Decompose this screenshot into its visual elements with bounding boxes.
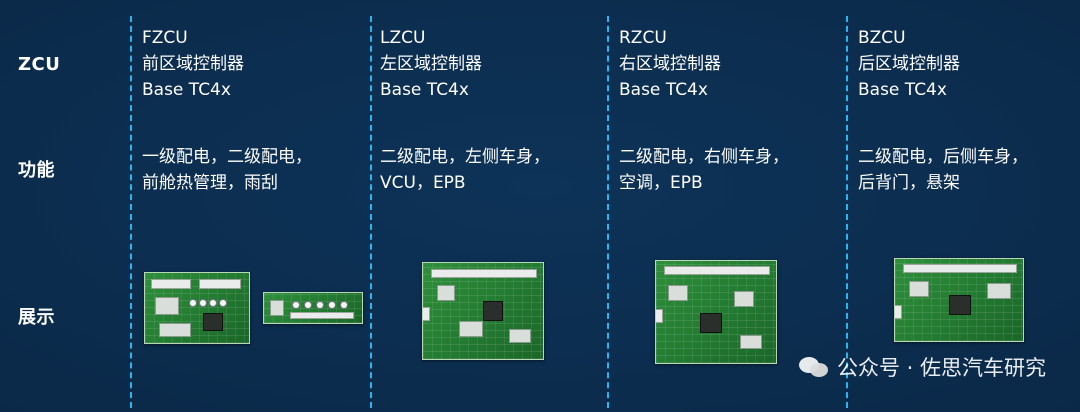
connector <box>423 307 430 321</box>
zcu-name: RZCU <box>619 28 667 48</box>
zcu-base: Base TC4x <box>858 80 947 100</box>
zcu-info: FZCU 前区域控制器 Base TC4x <box>142 25 244 103</box>
watermark: 公众号 · 佐思汽车研究 <box>798 352 1046 382</box>
connector <box>656 309 663 323</box>
chip <box>734 291 754 307</box>
chip <box>203 313 223 331</box>
column-separator <box>370 16 372 408</box>
row-label-function: 功能 <box>18 160 55 181</box>
led <box>316 301 324 309</box>
led <box>219 299 227 307</box>
led <box>328 301 336 309</box>
zcu-name: FZCU <box>142 28 188 48</box>
pcb-board-image <box>894 258 1024 342</box>
chip <box>270 300 284 316</box>
connector <box>151 279 191 289</box>
zcu-base: Base TC4x <box>142 80 231 100</box>
row-label-zcu: ZCU <box>18 54 61 75</box>
connector <box>903 264 1017 273</box>
row-label-showcase: 展示 <box>18 307 55 328</box>
led <box>209 299 217 307</box>
chip <box>437 285 455 301</box>
chip <box>159 323 191 337</box>
column-separator <box>607 16 609 408</box>
zcu-functions: 二级配电，后侧车身， 后背门，悬架 <box>858 144 1028 196</box>
chip <box>509 329 531 343</box>
zcu-functions: 二级配电，左侧车身， VCU，EPB <box>380 144 550 196</box>
zcu-name: BZCU <box>858 28 906 48</box>
connector <box>895 305 902 319</box>
column-separator <box>130 16 132 408</box>
column-fzcu: FZCU 前区域控制器 Base TC4x 一级配电，二级配电， 前舱热管理，雨… <box>142 0 366 412</box>
zcu-info: BZCU 后区域控制器 Base TC4x <box>858 25 960 103</box>
function-line: 一级配电，二级配电， <box>142 147 312 167</box>
connector <box>199 279 241 289</box>
chip <box>987 283 1011 299</box>
zcu-functions: 一级配电，二级配电， 前舱热管理，雨刮 <box>142 144 312 196</box>
column-separator <box>846 16 848 408</box>
zcu-info: LZCU 左区域控制器 Base TC4x <box>380 25 482 103</box>
column-lzcu: LZCU 左区域控制器 Base TC4x 二级配电，左侧车身， VCU，EPB <box>380 0 604 412</box>
zcu-cn-name: 右区域控制器 <box>619 54 721 74</box>
chip <box>483 301 503 321</box>
zcu-cn-name: 后区域控制器 <box>858 54 960 74</box>
column-rzcu: RZCU 右区域控制器 Base TC4x 二级配电，右侧车身， 空调，EPB <box>619 0 843 412</box>
chip <box>949 295 971 315</box>
connector <box>431 269 537 278</box>
zcu-base: Base TC4x <box>380 80 469 100</box>
led <box>189 299 197 307</box>
function-line: 后背门，悬架 <box>858 173 960 193</box>
chip <box>668 285 688 301</box>
chip <box>740 335 762 349</box>
zcu-functions: 二级配电，右侧车身， 空调，EPB <box>619 144 789 196</box>
zcu-info: RZCU 右区域控制器 Base TC4x <box>619 25 721 103</box>
chip <box>459 321 483 337</box>
function-line: 前舱热管理，雨刮 <box>142 173 278 193</box>
led <box>304 301 312 309</box>
pcb-board-image <box>144 272 250 344</box>
column-bzcu: BZCU 后区域控制器 Base TC4x 二级配电，后侧车身， 后背门，悬架 <box>858 0 1068 412</box>
connector <box>664 266 770 275</box>
function-line: 二级配电，左侧车身， <box>380 147 550 167</box>
chip <box>155 297 179 315</box>
zcu-cn-name: 前区域控制器 <box>142 54 244 74</box>
zcu-name: LZCU <box>380 28 426 48</box>
led <box>340 301 348 309</box>
pcb-board-image <box>422 262 544 360</box>
connector <box>290 312 354 319</box>
zcu-base: Base TC4x <box>619 80 708 100</box>
function-line: VCU，EPB <box>380 173 466 193</box>
led <box>292 301 300 309</box>
zcu-cn-name: 左区域控制器 <box>380 54 482 74</box>
function-line: 二级配电，右侧车身， <box>619 147 789 167</box>
watermark-text: 公众号 · 佐思汽车研究 <box>836 356 1046 380</box>
pcb-board-image <box>263 292 363 324</box>
function-line: 二级配电，后侧车身， <box>858 147 1028 167</box>
led <box>199 299 207 307</box>
chip <box>700 313 722 333</box>
function-line: 空调，EPB <box>619 173 703 193</box>
chip <box>909 281 929 297</box>
wechat-icon <box>798 355 829 379</box>
pcb-board-image <box>655 260 777 364</box>
